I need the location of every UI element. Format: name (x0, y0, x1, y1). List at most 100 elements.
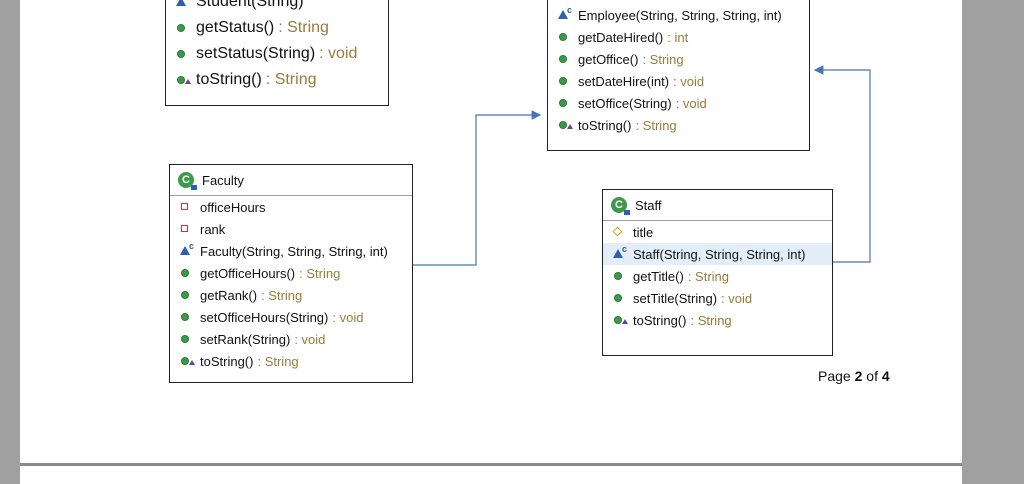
public-method-icon (178, 310, 196, 324)
public-method-icon (178, 288, 196, 302)
member-name: getOfficeHours() (200, 265, 296, 281)
member-row[interactable]: getTitle(): String (603, 265, 832, 287)
return-type: : String (261, 287, 303, 303)
override-method-icon (611, 313, 629, 327)
member-name: toString() (578, 117, 632, 133)
return-type: : void (673, 73, 705, 89)
return-type: : void (332, 309, 364, 325)
private-field-icon (178, 200, 196, 214)
member-name: toString() (196, 71, 262, 88)
member-name: officeHours (200, 199, 266, 215)
member-row[interactable]: setOffice(String): void (548, 92, 809, 114)
return-type: : String (642, 51, 684, 67)
override-method-icon (178, 354, 196, 368)
member-row[interactable]: getDateHired(): int (548, 26, 809, 48)
faculty-to-employee-arrow (412, 110, 542, 266)
member-row[interactable]: officeHours (170, 196, 412, 218)
member-row[interactable]: getStatus(): String (166, 15, 388, 41)
member-row[interactable]: getOfficeHours(): String (170, 262, 412, 284)
member-name: setTitle(String) (633, 290, 718, 306)
return-type: : String (635, 117, 677, 133)
member-name: getDateHired() (578, 29, 664, 45)
public-method-icon (556, 74, 574, 88)
constructor-icon: c (174, 0, 192, 9)
member-row[interactable]: setRank(String): void (170, 328, 412, 350)
return-type: : void (294, 331, 326, 347)
page-middle: of (862, 368, 882, 384)
class-icon: C (178, 172, 197, 190)
member-row[interactable]: toString(): String (166, 67, 388, 93)
member-row[interactable]: c Student(String) (166, 0, 388, 15)
current-page: 2 (854, 368, 863, 384)
member-name: title (633, 224, 654, 240)
member-name: Student(String) (196, 0, 304, 10)
return-type: : String (690, 312, 732, 328)
staff-header: C Staff (603, 190, 832, 221)
constructor-icon: c (611, 244, 629, 261)
member-name: getRank() (200, 287, 258, 303)
return-type: : String (687, 268, 729, 284)
member-row[interactable]: setStatus(String): void (166, 41, 388, 67)
return-type: : String (278, 19, 329, 36)
member-name: setRank(String) (200, 331, 291, 347)
public-method-icon (174, 47, 192, 61)
public-method-icon (556, 52, 574, 66)
member-name: getTitle() (633, 268, 684, 284)
member-name: Employee(String, String, String, int) (578, 7, 782, 23)
member-row[interactable]: setDateHire(int): void (548, 70, 809, 92)
member-name: getOffice() (578, 51, 639, 67)
member-row[interactable]: setOfficeHours(String): void (170, 306, 412, 328)
public-method-icon (556, 30, 574, 44)
member-row[interactable]: getRank(): String (170, 284, 412, 306)
class-icon: C (611, 197, 630, 215)
member-name: Staff(String, String, String, int) (633, 246, 806, 262)
page-indicator: Page 2 of 4 (818, 368, 890, 384)
member-row[interactable]: setTitle(String): void (603, 287, 832, 309)
member-name: toString() (200, 353, 254, 369)
student-class-box[interactable]: cStudent(String)getStatus(): StringsetSt… (165, 0, 389, 106)
page-separator (20, 463, 962, 466)
override-method-icon (174, 73, 192, 87)
override-method-icon (556, 118, 574, 132)
member-name: rank (200, 221, 226, 237)
faculty-header: C Faculty (170, 165, 412, 196)
member-name: setDateHire(int) (578, 73, 670, 89)
return-type: : void (721, 290, 753, 306)
member-row[interactable]: rank (170, 218, 412, 240)
return-type: : void (675, 95, 707, 111)
staff-title: Staff (635, 197, 662, 213)
member-name: getStatus() (196, 19, 275, 36)
faculty-title: Faculty (202, 172, 244, 188)
private-field-icon (178, 222, 196, 236)
return-type: : int (667, 29, 689, 45)
public-method-icon (178, 332, 196, 346)
member-name: setOffice(String) (578, 95, 672, 111)
next-page (20, 466, 962, 484)
member-row[interactable]: title (603, 221, 832, 243)
member-row[interactable]: toString(): String (548, 114, 809, 136)
member-row[interactable]: getOffice(): String (548, 48, 809, 70)
member-name: toString() (633, 312, 687, 328)
member-name: setOfficeHours(String) (200, 309, 329, 325)
page-prefix: Page (818, 368, 855, 384)
constructor-icon: c (178, 241, 196, 258)
public-method-icon (174, 21, 192, 35)
constructor-icon: c (556, 5, 574, 22)
member-row[interactable]: toString(): String (603, 309, 832, 331)
public-method-icon (611, 291, 629, 305)
return-type: : String (265, 71, 317, 88)
student-member-list: cStudent(String)getStatus(): StringsetSt… (166, 0, 388, 93)
member-row[interactable]: toString(): String (170, 350, 412, 372)
total-pages: 4 (881, 368, 890, 384)
member-name: setStatus(String) (196, 45, 316, 62)
